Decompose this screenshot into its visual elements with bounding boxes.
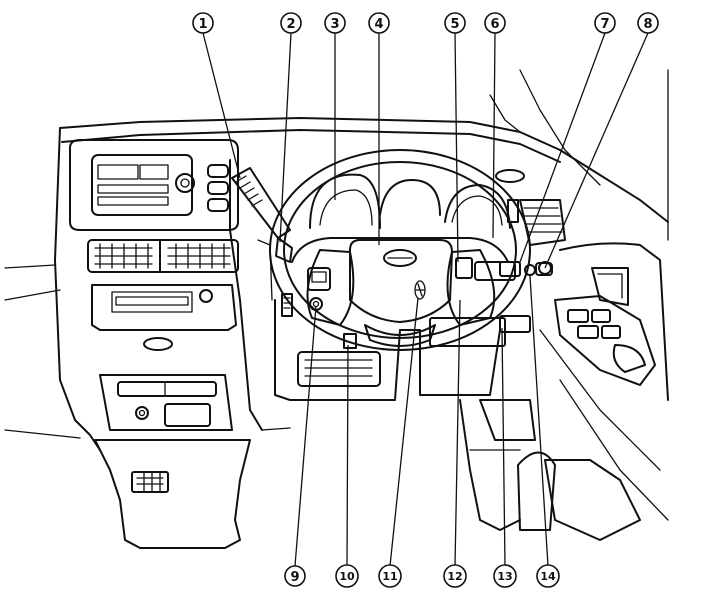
callout-14: 14 [536,564,560,588]
callout-10: 10 [335,564,359,588]
audio-unit [69,139,239,231]
callout-label: 7 [600,17,609,32]
callout-label: 2 [286,17,295,32]
callout-label: 13 [497,570,512,583]
callout-label: 1 [198,17,207,32]
left-controls [281,267,331,317]
callout-label: 12 [447,570,462,583]
callout-2: 2 [280,12,302,34]
center-vents [87,239,239,273]
callout-8: 8 [637,12,659,34]
callout-1: 1 [192,12,214,34]
callout-13: 13 [493,564,517,588]
floor-pedals [459,399,641,541]
right-side-vents [495,169,566,246]
callout-11: 11 [378,564,402,588]
steering-wheel [269,149,531,351]
left-edge [4,239,273,301]
callout-label: 5 [450,17,459,32]
instrument-cluster [309,173,511,229]
callout-label: 10 [339,570,355,583]
callout-label: 9 [290,570,299,585]
floor-console [4,427,291,549]
callout-label: 6 [490,17,499,32]
callout-label: 4 [374,17,383,32]
callout-9: 9 [284,565,306,587]
callout-4: 4 [368,12,390,34]
right-controls [455,257,553,281]
door-panel [539,242,669,521]
shift-lever [231,167,293,263]
callout-7: 7 [594,12,616,34]
lower-dash [297,315,531,387]
callout-label: 11 [382,570,397,583]
lower-center-stack [91,284,237,431]
callout-5: 5 [444,12,466,34]
callout-label: 8 [643,17,652,32]
callout-label: 3 [330,17,339,32]
dashboard-outline [54,69,669,451]
callout-6: 6 [484,12,506,34]
callout-3: 3 [324,12,346,34]
callout-12: 12 [443,564,467,588]
leader-lines [202,32,649,567]
callout-label: 14 [540,570,556,583]
